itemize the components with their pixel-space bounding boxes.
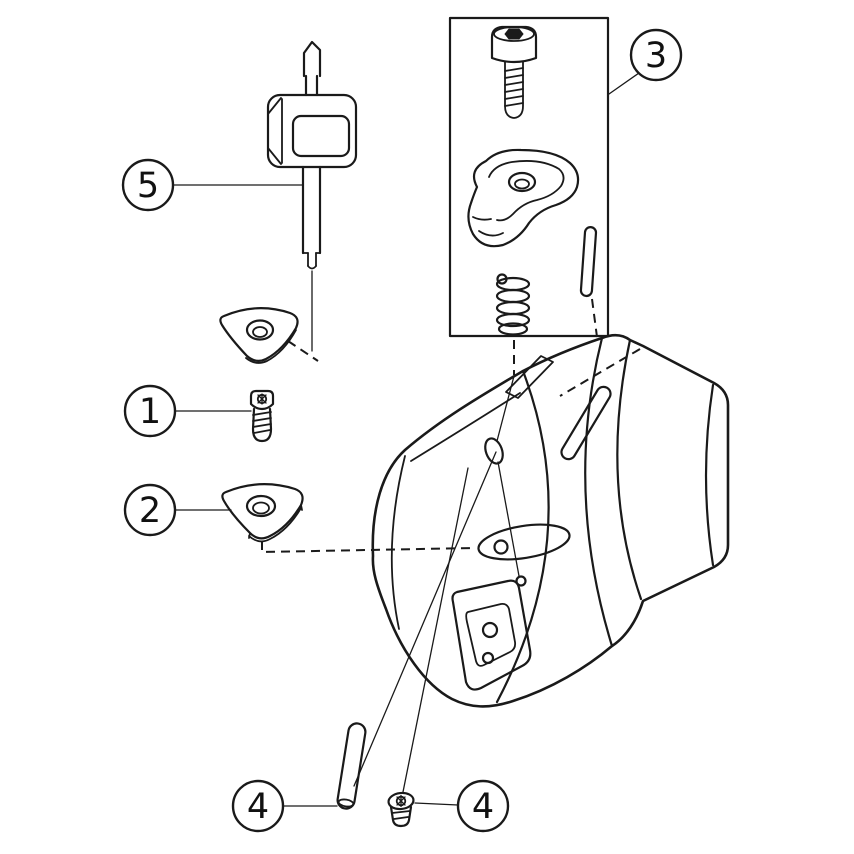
seat-screw-hole xyxy=(481,621,499,639)
face-chamfer-top xyxy=(410,392,521,462)
coupling-end-face-arc xyxy=(704,383,715,567)
insert-bottom xyxy=(221,483,304,543)
torx-star-lines xyxy=(257,393,267,405)
screw-axis-line-lower xyxy=(497,461,520,577)
pivot-pin-assembly-dash xyxy=(591,298,598,338)
clamp-screw-hole xyxy=(484,437,504,465)
callout-2: 2 xyxy=(123,483,232,537)
wrench-bit xyxy=(302,40,322,78)
wrench-handle xyxy=(266,93,358,169)
spring-coil xyxy=(495,312,531,328)
insert-top-hole xyxy=(245,319,275,341)
screw-axis-line-upper xyxy=(496,375,515,442)
top-groove xyxy=(505,355,554,399)
spring-coil xyxy=(497,322,529,336)
clamp-outline xyxy=(467,148,580,248)
clamp-spring xyxy=(495,273,531,336)
callout-3-leader xyxy=(608,72,640,95)
clamp-screw-head-top xyxy=(493,26,535,42)
flange-front-arc xyxy=(584,336,614,648)
torque-wrench xyxy=(266,40,358,352)
insert-top-assembly-dash xyxy=(287,340,319,362)
set-screw-body xyxy=(389,805,413,828)
tool-body xyxy=(371,333,730,708)
insert-bottom-hole-inner xyxy=(252,501,270,515)
spring-seat-hole xyxy=(515,575,527,587)
clamp-screw-head xyxy=(490,25,538,64)
clamp-screw-threads xyxy=(504,67,524,107)
clamp-hole-inner xyxy=(514,178,530,190)
clamp-pivot-pin xyxy=(579,226,598,298)
callout-4-right-circle xyxy=(456,779,510,833)
oval-recess-hole xyxy=(493,539,509,555)
hidden-edge-dash xyxy=(559,348,641,397)
lock-pin-body xyxy=(336,722,367,810)
insert-seat-outline xyxy=(465,602,517,667)
lock-pin xyxy=(336,722,367,810)
face-chamfer-left xyxy=(390,455,406,630)
clamp xyxy=(467,148,580,248)
insert-screw-threads xyxy=(252,411,272,434)
handle-corner-top xyxy=(267,97,282,115)
clamp-screw xyxy=(490,25,538,119)
callout-4-left-label: 4 xyxy=(247,787,269,827)
callout-2-label: 2 xyxy=(139,491,161,531)
handle-window xyxy=(291,114,351,158)
flange-slot xyxy=(560,385,612,461)
set-screw-threads xyxy=(391,810,411,820)
pivot-pin-hole xyxy=(481,651,495,665)
clamp-nose-line-2 xyxy=(472,216,492,221)
set-screw-leader xyxy=(402,467,469,793)
callout-4-right-label: 4 xyxy=(472,787,494,827)
callout-3-circle xyxy=(629,28,683,82)
clamp-screw-shank xyxy=(504,61,524,119)
hex-socket-icon xyxy=(504,28,524,40)
callout-1-label: 1 xyxy=(139,392,161,432)
insert-bottom-hole xyxy=(245,494,277,518)
oval-recess xyxy=(477,523,571,561)
callout-2-circle xyxy=(123,483,177,537)
insert-edge-left xyxy=(248,532,251,539)
wrench-tip-cap xyxy=(307,265,317,270)
callout-4-right: 4 xyxy=(414,779,510,833)
callout-5: 5 xyxy=(121,158,304,212)
clamp-hole xyxy=(507,171,537,193)
callout-3: 3 xyxy=(608,28,683,95)
insert-pocket-outline xyxy=(451,579,532,691)
lock-pin-end-face xyxy=(337,798,355,808)
callout-4-right-leader xyxy=(414,802,459,806)
tool-body-silhouette xyxy=(371,333,730,708)
callout-1: 1 xyxy=(123,384,252,438)
insert-screw-head xyxy=(249,389,275,411)
insert-bottom-outline xyxy=(221,483,304,540)
callout-4-left: 4 xyxy=(231,779,338,833)
callout-5-circle xyxy=(121,158,175,212)
set-screw-star-lines xyxy=(396,794,406,808)
insert-top-hole-inner xyxy=(252,326,268,338)
callout-3-label: 3 xyxy=(645,36,667,76)
set-screw-head xyxy=(387,791,415,811)
assembly-lines xyxy=(261,298,641,793)
handle-corner-bottom xyxy=(267,147,282,165)
front-face-edge xyxy=(495,369,550,704)
clamping-unit-box xyxy=(448,16,610,338)
clamp-nose-line-1 xyxy=(478,230,504,237)
lock-pin-leader xyxy=(353,451,497,787)
coupling-cone-base-arc xyxy=(616,338,643,601)
spring-coil xyxy=(495,288,531,304)
callout-1-circle xyxy=(123,384,177,438)
insert-top xyxy=(219,307,299,364)
insert-screw xyxy=(249,389,275,443)
insert-edge-right xyxy=(300,504,303,511)
insert-top-outline xyxy=(219,307,299,363)
callout-4-left-circle xyxy=(231,779,285,833)
insert-bottom-thickness xyxy=(248,507,302,543)
spring-coil xyxy=(495,300,531,316)
clamp-top-face-line xyxy=(488,160,565,222)
item-box-frame xyxy=(448,16,610,338)
set-screw xyxy=(387,791,415,828)
insert-bottom-assembly-dash xyxy=(261,541,475,554)
callout-5-label: 5 xyxy=(137,166,159,206)
